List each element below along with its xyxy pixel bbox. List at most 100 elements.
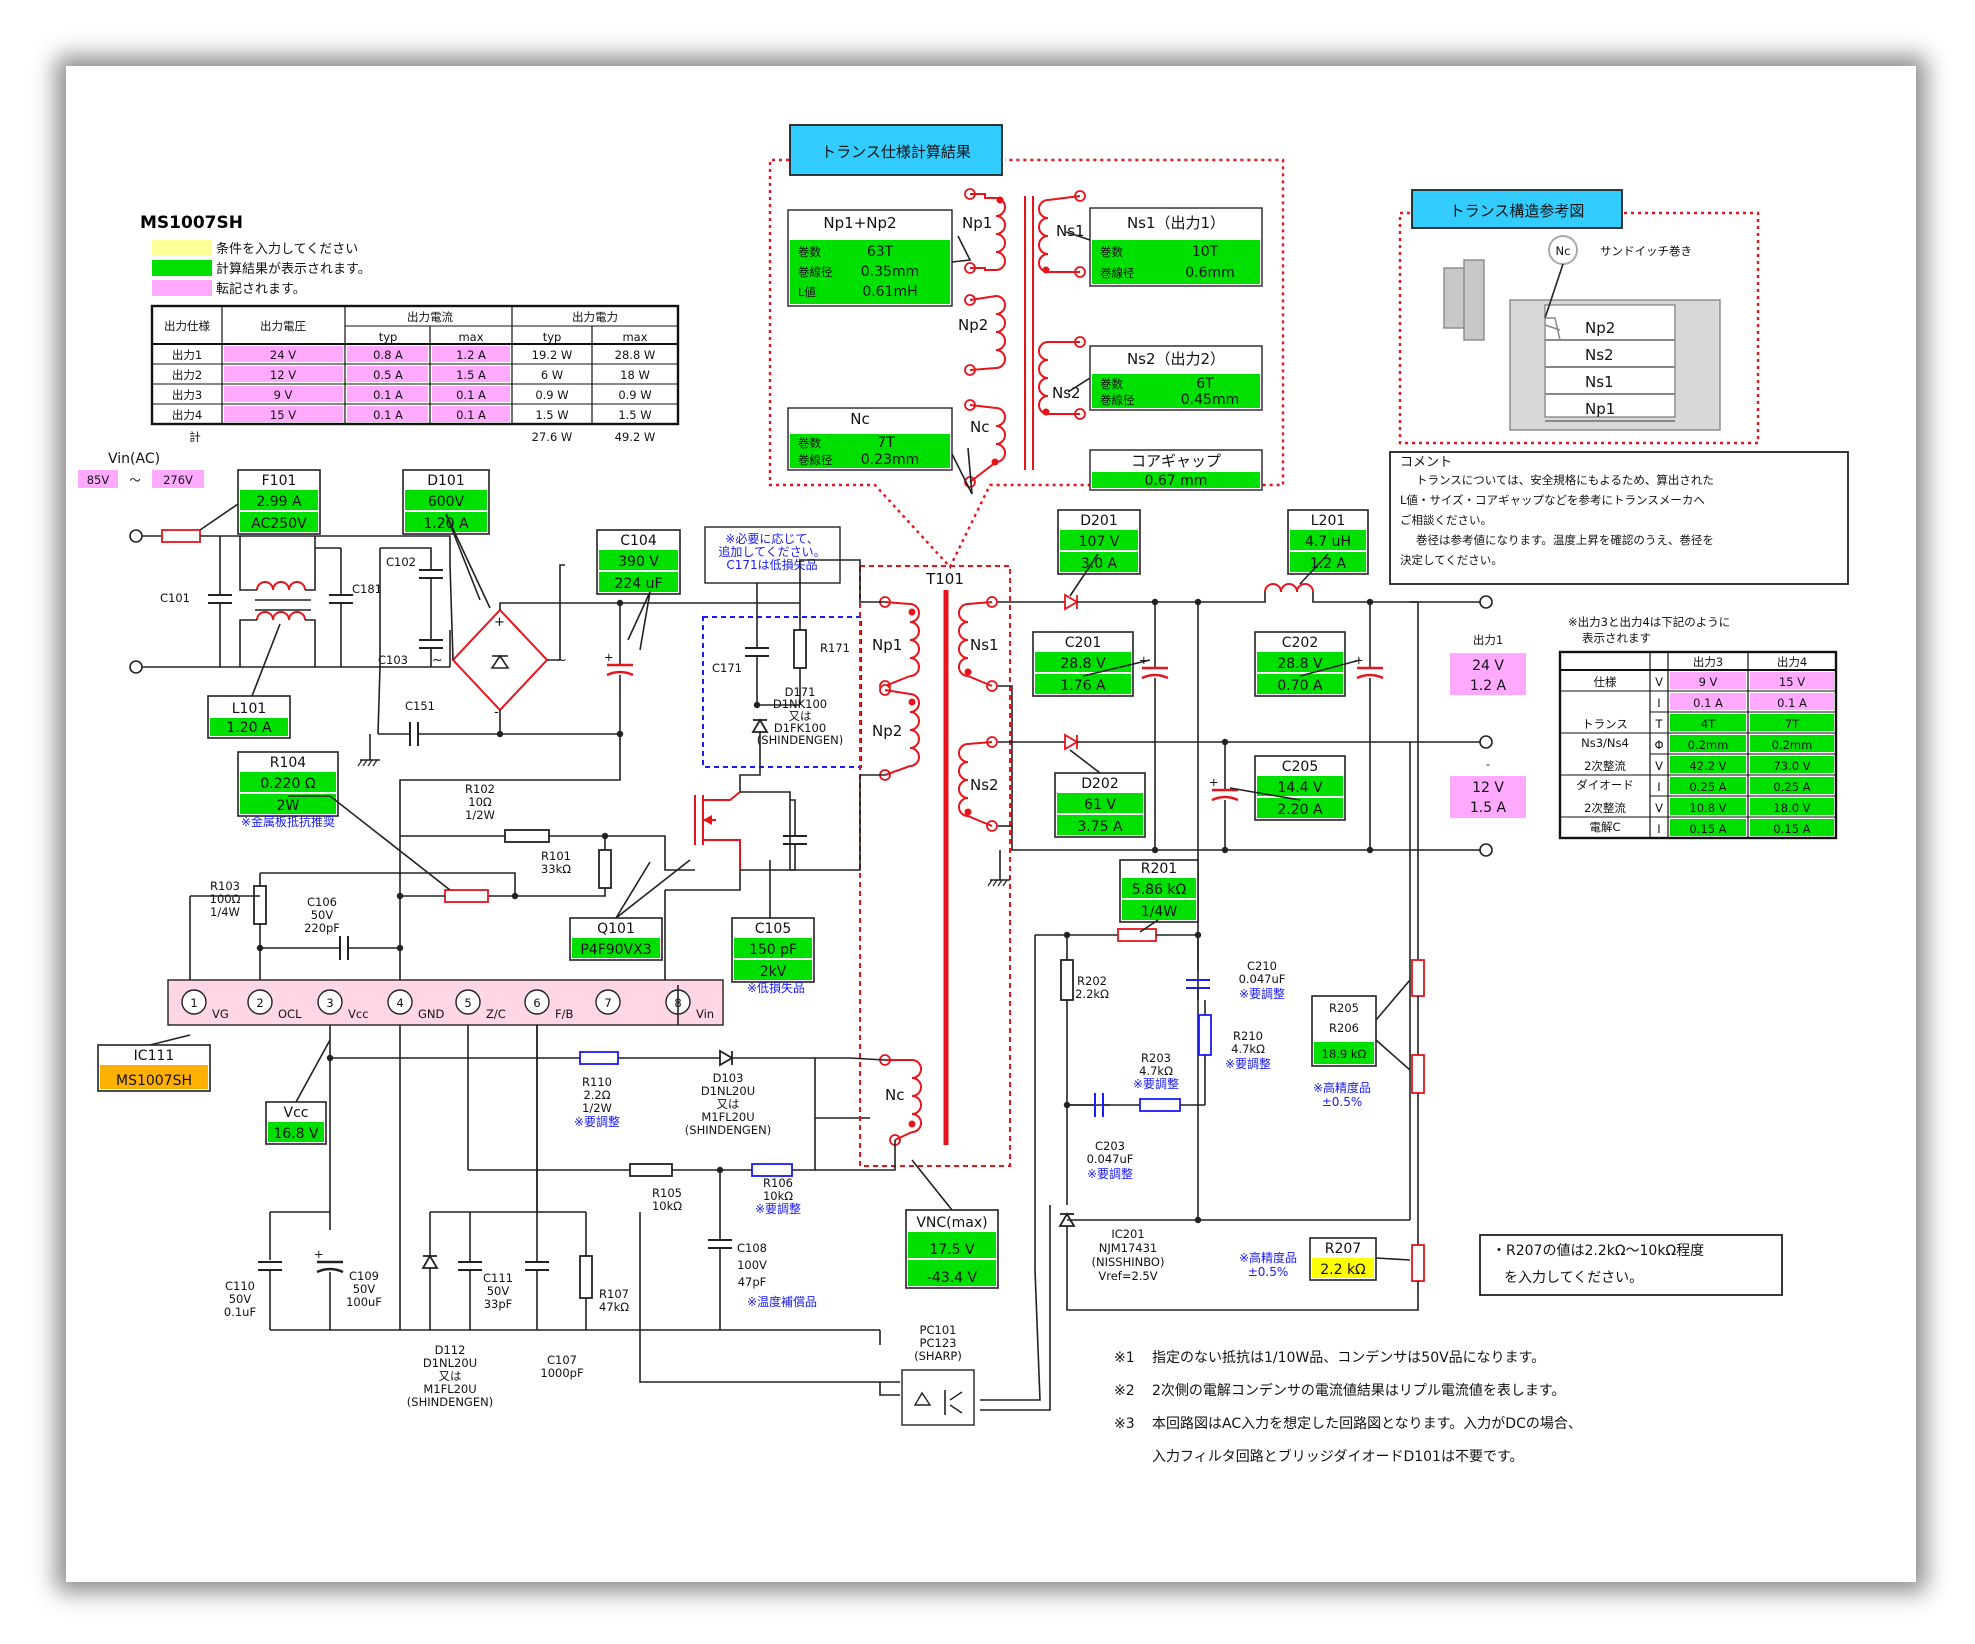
diode-symbol <box>1064 593 1079 611</box>
junction-dot <box>1194 931 1202 939</box>
row-power-max: 1.5 W <box>618 408 651 422</box>
terminal[interactable] <box>1479 843 1493 857</box>
c106-label: C106 <box>307 895 337 909</box>
wire <box>1069 749 1101 774</box>
plus-sign: + <box>604 650 614 664</box>
c104-value-bg <box>599 550 678 570</box>
junction-dot <box>1194 598 1202 606</box>
out34-unit: I <box>1657 822 1660 836</box>
vnc-value-bg <box>908 1232 996 1258</box>
r103-label: R103 <box>210 879 240 893</box>
wire <box>980 935 1041 1401</box>
table-header: typ <box>379 330 398 344</box>
ac-symbol: ~ <box>556 653 567 668</box>
junction-dot <box>1151 598 1159 606</box>
l201-name: L201 <box>1311 513 1346 529</box>
polarity-dot <box>964 808 972 816</box>
c101-label: C101 <box>160 591 190 605</box>
polarity-dot <box>908 1120 916 1128</box>
np-title: Np1+Np2 <box>823 214 896 232</box>
nc-key: 巻数 <box>798 436 821 450</box>
vin-max-bg <box>152 470 204 488</box>
voltage-cell <box>224 386 343 402</box>
terminal[interactable] <box>1479 595 1493 609</box>
d112-label: M1FL20U <box>423 1382 476 1396</box>
trans-struct-title-bg <box>1411 189 1623 229</box>
row-current-typ: 0.1 A <box>373 408 403 422</box>
wire <box>1544 263 1564 319</box>
out34-value: 10.8 V <box>1689 801 1726 815</box>
current-cell <box>432 346 510 362</box>
c104-value: 390 V <box>618 554 659 570</box>
t101-np2-label: Np2 <box>872 722 902 740</box>
d201-value-bg <box>1060 552 1138 572</box>
r110-note: ※要調整 <box>574 1114 620 1129</box>
row-power-max: 0.9 W <box>618 388 651 402</box>
wire <box>969 367 997 371</box>
r207-hint: を入力してください。 <box>1504 1270 1643 1286</box>
c105-name: C105 <box>755 921 792 937</box>
d202-name: D202 <box>1081 776 1119 792</box>
out34-unit: I <box>1657 696 1660 710</box>
out1-current: 1.2 A <box>1470 678 1507 694</box>
wire <box>815 1140 896 1171</box>
r103-label: 1/4W <box>210 905 240 919</box>
c105-value-bg <box>734 960 812 980</box>
r201-value-bg <box>1122 878 1196 898</box>
d202-value: 3.75 A <box>1077 819 1123 835</box>
row-name: 出力2 <box>172 368 202 382</box>
c151-label: C151 <box>405 699 435 713</box>
bobbin-part <box>1463 259 1485 341</box>
ns1-green <box>1092 240 1260 284</box>
polarity-dot <box>964 668 972 676</box>
r206-name: R206 <box>1329 1021 1359 1035</box>
wire <box>377 548 381 735</box>
wire <box>1299 659 1361 677</box>
c201-name: C201 <box>1065 635 1102 651</box>
wire <box>967 675 993 687</box>
r105-label: 10kΩ <box>652 1199 682 1213</box>
note-text: 入力フィルタ回路とブリッジダイオードD101は不要です。 <box>1152 1448 1524 1465</box>
layer-label-0: Np2 <box>1585 319 1615 337</box>
l101-name: L101 <box>232 701 267 717</box>
polarity-dot <box>1042 266 1050 274</box>
c210-label: 0.047uF <box>1239 972 1286 986</box>
r201-value: 1/4W <box>1141 904 1178 920</box>
out34-unit: V <box>1655 759 1663 773</box>
r106-label: R106 <box>763 1176 793 1190</box>
out34-value: 0.1 A <box>1777 696 1807 710</box>
terminal[interactable] <box>1479 735 1493 749</box>
ic-pin <box>181 989 207 1015</box>
legend-swatch-2 <box>152 280 212 296</box>
vnc-value-bg <box>908 1260 996 1286</box>
pc101-label: PC101 <box>920 1323 957 1337</box>
ic-pin-label: OCL <box>278 1007 302 1021</box>
wire <box>1069 553 1099 597</box>
gap-green <box>1092 472 1260 488</box>
comment-box <box>1389 451 1849 585</box>
resistor-symbol <box>161 529 201 543</box>
wire <box>260 872 516 897</box>
legend-swatch-1 <box>152 260 212 276</box>
comment-line-2: ご相談ください。 <box>1400 513 1492 527</box>
c202-value: 0.70 A <box>1277 678 1323 694</box>
out34-cell <box>1750 735 1834 752</box>
winding-coil <box>1038 341 1049 415</box>
plus-sign: + <box>1209 775 1219 789</box>
winding-coil <box>995 295 1006 369</box>
out34-value: 4T <box>1701 717 1716 731</box>
d201-value-bg <box>1060 530 1138 550</box>
wire <box>969 295 997 301</box>
winding-coil <box>909 603 920 677</box>
d101-value: 600V <box>428 494 465 510</box>
wire <box>399 734 621 868</box>
ns2-key: 巻数 <box>1100 377 1123 391</box>
r102-label: R102 <box>465 782 495 796</box>
wire <box>1082 659 1151 677</box>
terminal[interactable] <box>129 660 143 674</box>
terminal[interactable] <box>129 529 143 543</box>
polarity-dot <box>908 608 916 616</box>
ic-pin-label: Z/C <box>486 1007 506 1021</box>
wire <box>1229 787 1301 801</box>
c205-value-bg <box>1257 776 1343 796</box>
